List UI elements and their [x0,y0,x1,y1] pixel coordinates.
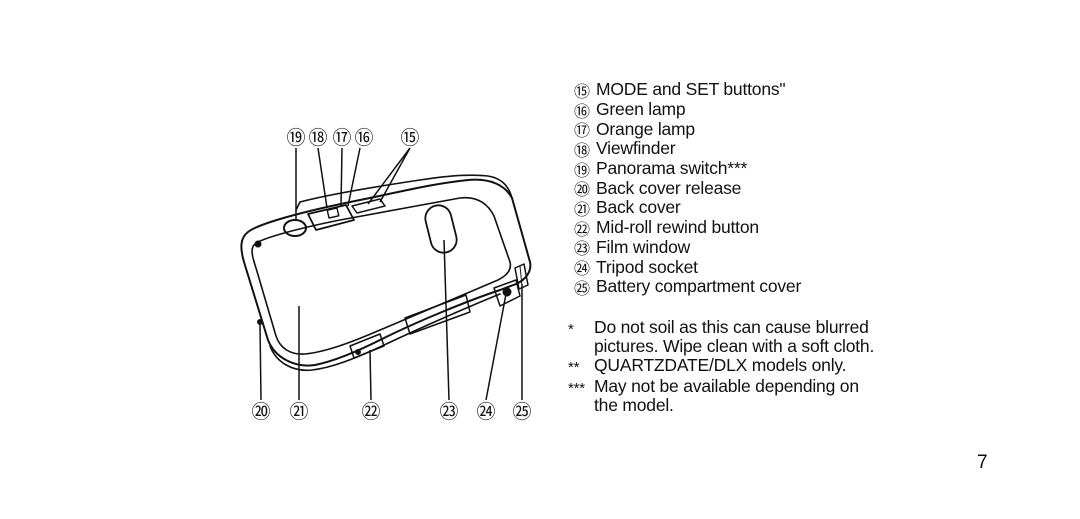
part-label: Mid-roll rewind button [596,217,759,238]
part-item: ⑰ Orange lamp [574,118,874,141]
part-label: Back cover [596,197,681,218]
battery-compartment-shape [493,279,521,307]
part-number: ㉑ [574,199,590,219]
page-number: 7 [977,452,988,473]
camera-body-outline [240,178,532,367]
part-number: ㉕ [574,278,590,298]
top-edge [295,174,513,211]
callout-19: ⑲ [286,127,306,149]
part-item: ⑳ Back cover release [574,177,874,200]
part-item: ㉒ Mid-roll rewind button [574,217,874,239]
part-label: Orange lamp [596,118,695,139]
leader-22 [369,349,372,401]
part-number: ㉓ [574,239,590,259]
viewfinder-shape [307,204,355,231]
viewfinder-eyepiece [326,207,340,219]
callout-23: ㉓ [439,401,459,423]
footnote-text: QUARTZDATE/DLX models only. [594,355,847,375]
leader-16 [347,147,361,207]
part-item: ⑮ MODE and SET buttons" [574,79,874,101]
footnotes: * Do not soil as this can cause blurred p… [568,318,878,415]
part-label: Film window [596,236,691,257]
parts-list: ⑮ MODE and SET buttons" ⑯ Green lamp ⑰ Oran… [574,79,874,298]
part-number: ⑳ [574,180,590,200]
bottom-edge [269,293,501,371]
part-number: ⑯ [574,101,590,121]
part-item: ㉓ Film window [574,236,874,259]
leader-17 [340,147,343,207]
callout-22: ㉒ [361,401,381,423]
part-label: Tripod socket [596,256,698,277]
part-label: Green lamp [596,99,686,120]
leader-15b [379,147,411,203]
callout-16: ⑯ [354,127,374,149]
leader-23 [443,239,450,401]
leader-24 [485,293,507,401]
callout-25: ㉕ [512,401,532,423]
part-item: ⑱ Viewfinder [574,138,874,160]
back-cover-line [251,196,512,355]
film-window-shape [424,204,458,254]
footnote-mark: ** [568,359,580,376]
part-item: ⑲ Panorama switch*** [574,158,874,180]
part-item: ㉔ Tripod socket [574,256,874,279]
rewind-button-area [349,333,385,359]
part-number: ㉔ [574,259,590,279]
rewind-dot [355,349,361,355]
part-label: Battery compartment cover [596,276,802,297]
side-strip [514,263,529,290]
part-label: Panorama switch*** [596,158,748,179]
part-item: ㉑ Back cover [574,197,874,219]
footnote: * Do not soil as this can cause blurred p… [568,318,878,356]
footnote-mark: * [568,321,574,338]
leader-15a [367,147,411,205]
part-item: ⑯ Green lamp [574,99,874,121]
panorama-switch-knob [283,219,307,237]
callout-24: ㉔ [476,401,496,423]
front-dot [254,240,262,248]
leader-18 [317,147,328,209]
callout-20: ⑳ [251,401,271,423]
part-label: MODE and SET buttons" [596,79,786,100]
leader-20 [259,323,262,401]
callout-15: ⑮ [400,127,420,149]
callout-18: ⑱ [308,127,328,149]
footnote: *** May not be available depending on the… [568,377,878,415]
part-number: ⑱ [574,140,590,160]
footnote-text: May not be available depending on the mo… [594,376,859,415]
footnote-text: Do not soil as this can cause blurred pi… [594,317,875,356]
part-number: ⑰ [574,121,590,141]
callout-17: ⑰ [332,127,352,149]
part-label: Back cover release [596,177,742,198]
tripod-socket-shape [502,287,512,297]
callout-21: ㉑ [289,401,309,423]
part-number: ⑮ [574,81,590,101]
part-number: ㉒ [574,219,590,239]
side-strip-2 [519,265,523,287]
footnote: ** QUARTZDATE/DLX models only. [568,356,878,377]
back-release-dot [257,319,263,325]
part-item: ㉕ Battery compartment cover [574,276,874,298]
part-number: ⑲ [574,160,590,180]
footnote-mark: *** [568,380,585,397]
part-label: Viewfinder [596,138,676,159]
